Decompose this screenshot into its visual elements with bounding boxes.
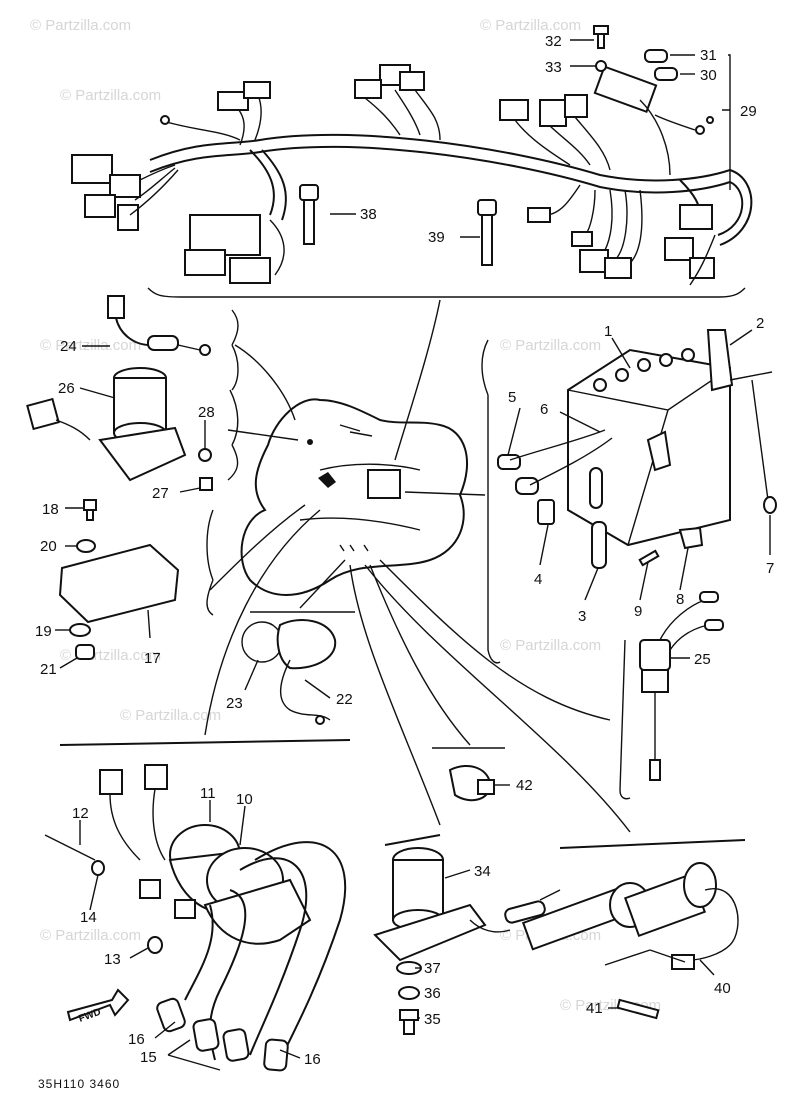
callout-28: 28 bbox=[198, 404, 215, 421]
watermark: © Partzilla.com bbox=[480, 17, 581, 34]
callout-32: 32 bbox=[545, 33, 562, 50]
callout-5: 5 bbox=[508, 389, 516, 406]
callout-40: 40 bbox=[714, 980, 731, 997]
watermark: © Partzilla.com bbox=[120, 707, 221, 724]
callout-14: 14 bbox=[80, 909, 97, 926]
neutral-switch bbox=[241, 611, 355, 725]
callout-39: 39 bbox=[428, 229, 445, 246]
callout-8: 8 bbox=[676, 591, 684, 608]
watermark: © Partzilla.com bbox=[60, 87, 161, 104]
callout-25: 25 bbox=[694, 651, 711, 668]
callout-7: 7 bbox=[766, 560, 774, 577]
callout-3: 3 bbox=[578, 608, 586, 625]
fuse-parts bbox=[593, 25, 678, 81]
callout-21: 21 bbox=[40, 661, 57, 678]
watermark: © Partzilla.com bbox=[30, 17, 131, 34]
frame-outline bbox=[240, 398, 469, 596]
callout-23: 23 bbox=[226, 695, 243, 712]
callout-38: 38 bbox=[360, 206, 377, 223]
callout-24: 24 bbox=[60, 338, 77, 355]
regulator bbox=[58, 499, 214, 660]
callout-15: 15 bbox=[140, 1049, 157, 1066]
callout-26: 26 bbox=[58, 380, 75, 397]
relay bbox=[373, 834, 561, 1035]
oil-switch bbox=[619, 591, 724, 800]
callout-16: 16 bbox=[128, 1031, 145, 1048]
watermark: © Partzilla.com bbox=[40, 927, 141, 944]
battery bbox=[481, 329, 777, 664]
callout-13: 13 bbox=[104, 951, 121, 968]
callout-29: 29 bbox=[740, 103, 757, 120]
drawing-code: 35H110 3460 bbox=[38, 1077, 120, 1091]
callout-41: 41 bbox=[586, 1000, 603, 1017]
watermark: © Partzilla.com bbox=[500, 337, 601, 354]
callout-11: 11 bbox=[200, 785, 216, 802]
leader-arrows bbox=[204, 299, 631, 833]
callout-2: 2 bbox=[756, 315, 764, 332]
callout-27: 27 bbox=[152, 485, 169, 502]
callout-leaders bbox=[55, 39, 771, 1071]
callout-12: 12 bbox=[72, 805, 89, 822]
callout-6: 6 bbox=[540, 401, 548, 418]
wire-harness bbox=[71, 64, 753, 298]
callout-22: 22 bbox=[336, 691, 353, 708]
callout-36: 36 bbox=[424, 985, 441, 1002]
starter-motor bbox=[521, 839, 746, 1020]
callout-20: 20 bbox=[40, 538, 57, 555]
callout-18: 18 bbox=[42, 501, 59, 518]
callout-19: 19 bbox=[35, 623, 52, 640]
callout-34: 34 bbox=[474, 863, 491, 880]
callout-labels: 32 33 31 30 29 38 39 24 26 28 27 18 20 1… bbox=[35, 33, 774, 1068]
callout-10: 10 bbox=[236, 791, 253, 808]
callout-35: 35 bbox=[424, 1011, 441, 1028]
callout-42: 42 bbox=[516, 777, 533, 794]
callout-31: 31 bbox=[700, 47, 717, 64]
ignition-coils: FWD bbox=[44, 739, 351, 1072]
callout-16: 16 bbox=[304, 1051, 321, 1068]
keys bbox=[299, 184, 497, 266]
watermark: © Partzilla.com bbox=[500, 637, 601, 654]
callout-9: 9 bbox=[634, 603, 642, 620]
clamp-part bbox=[432, 747, 505, 802]
callout-33: 33 bbox=[545, 59, 562, 76]
callout-4: 4 bbox=[534, 571, 542, 588]
callout-1: 1 bbox=[604, 323, 612, 340]
callout-30: 30 bbox=[700, 67, 717, 84]
main-switch bbox=[26, 295, 239, 491]
callout-37: 37 bbox=[424, 960, 441, 977]
callout-17: 17 bbox=[144, 650, 161, 667]
